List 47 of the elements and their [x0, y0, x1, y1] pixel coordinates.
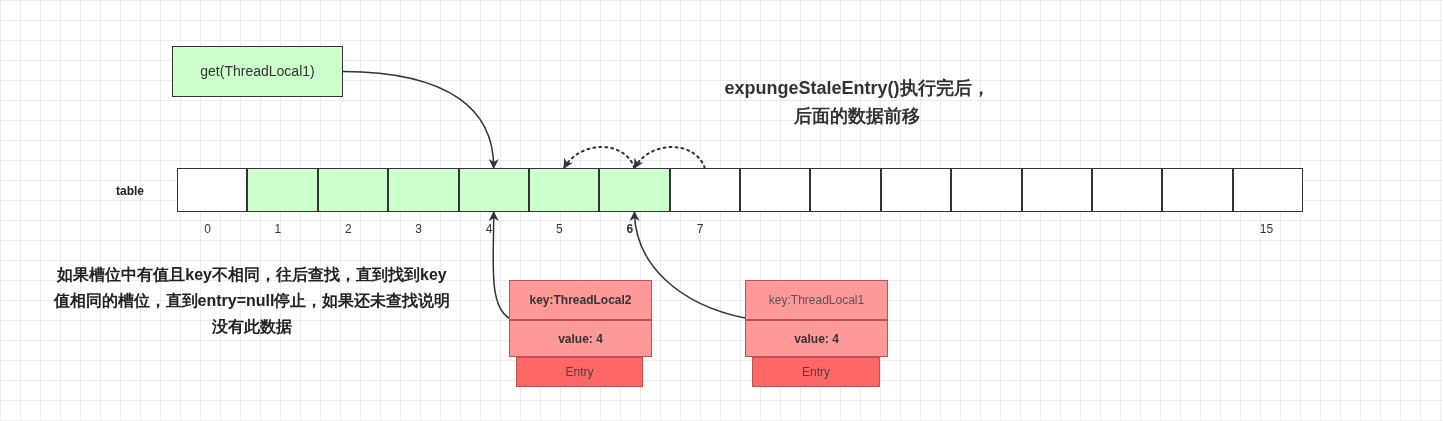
node-text: get(ThreadLocal1)	[200, 62, 315, 81]
entry-field-box	[516, 357, 643, 387]
note-text: 如果槽位中有值且key不相同，往后查找，直到找到key值相同的槽位，直到entry=null停止，如果还未查找说明没有此数据	[52, 265, 452, 337]
index-number: 5	[556, 221, 563, 238]
index-number: 1	[274, 221, 282, 238]
entry-field-box	[745, 320, 888, 357]
table-slot	[1232, 168, 1303, 212]
table-slot	[740, 168, 811, 212]
table-slot	[669, 168, 740, 212]
arrow	[488, 211, 510, 319]
table-slot	[247, 168, 318, 212]
node-text: Entry	[565, 364, 594, 381]
entry-field-box	[752, 357, 880, 387]
table-slot	[599, 168, 670, 212]
node-text: key:ThreadLocal1	[768, 292, 865, 309]
function-box	[172, 46, 343, 97]
table-slot	[1091, 168, 1163, 212]
array-name: table	[116, 183, 144, 200]
table-slot	[458, 168, 529, 212]
index-number: 4	[485, 221, 493, 238]
note-text: expungeStaleEntry()执行完后，后面的数据前移	[723, 77, 991, 128]
arrow	[563, 146, 636, 169]
arrow	[633, 146, 706, 169]
node-text: key:ThreadLocal2	[529, 292, 632, 309]
entry-field-box	[745, 280, 888, 320]
index-number: 2	[344, 221, 352, 238]
index-number: 15	[1259, 221, 1274, 238]
index-number: 6	[626, 221, 634, 238]
table-slot	[1021, 168, 1092, 212]
table-slot	[951, 168, 1022, 212]
node-text: value: 4	[558, 330, 603, 348]
index-number: 0	[204, 221, 211, 238]
arrow	[630, 211, 746, 319]
table-slot	[1162, 168, 1233, 212]
index-number: 7	[696, 221, 704, 238]
index-number: 3	[415, 221, 422, 238]
entry-field-box	[509, 320, 652, 357]
table-slot	[880, 168, 952, 212]
table-slot	[528, 168, 600, 212]
table-slot	[810, 168, 881, 212]
table-slot	[317, 168, 389, 212]
node-text: Entry	[802, 364, 830, 381]
table-slot	[388, 168, 459, 212]
table-slot	[177, 168, 248, 212]
arrow	[342, 70, 499, 169]
entry-field-box	[509, 280, 652, 320]
node-text: value: 4	[794, 330, 839, 348]
